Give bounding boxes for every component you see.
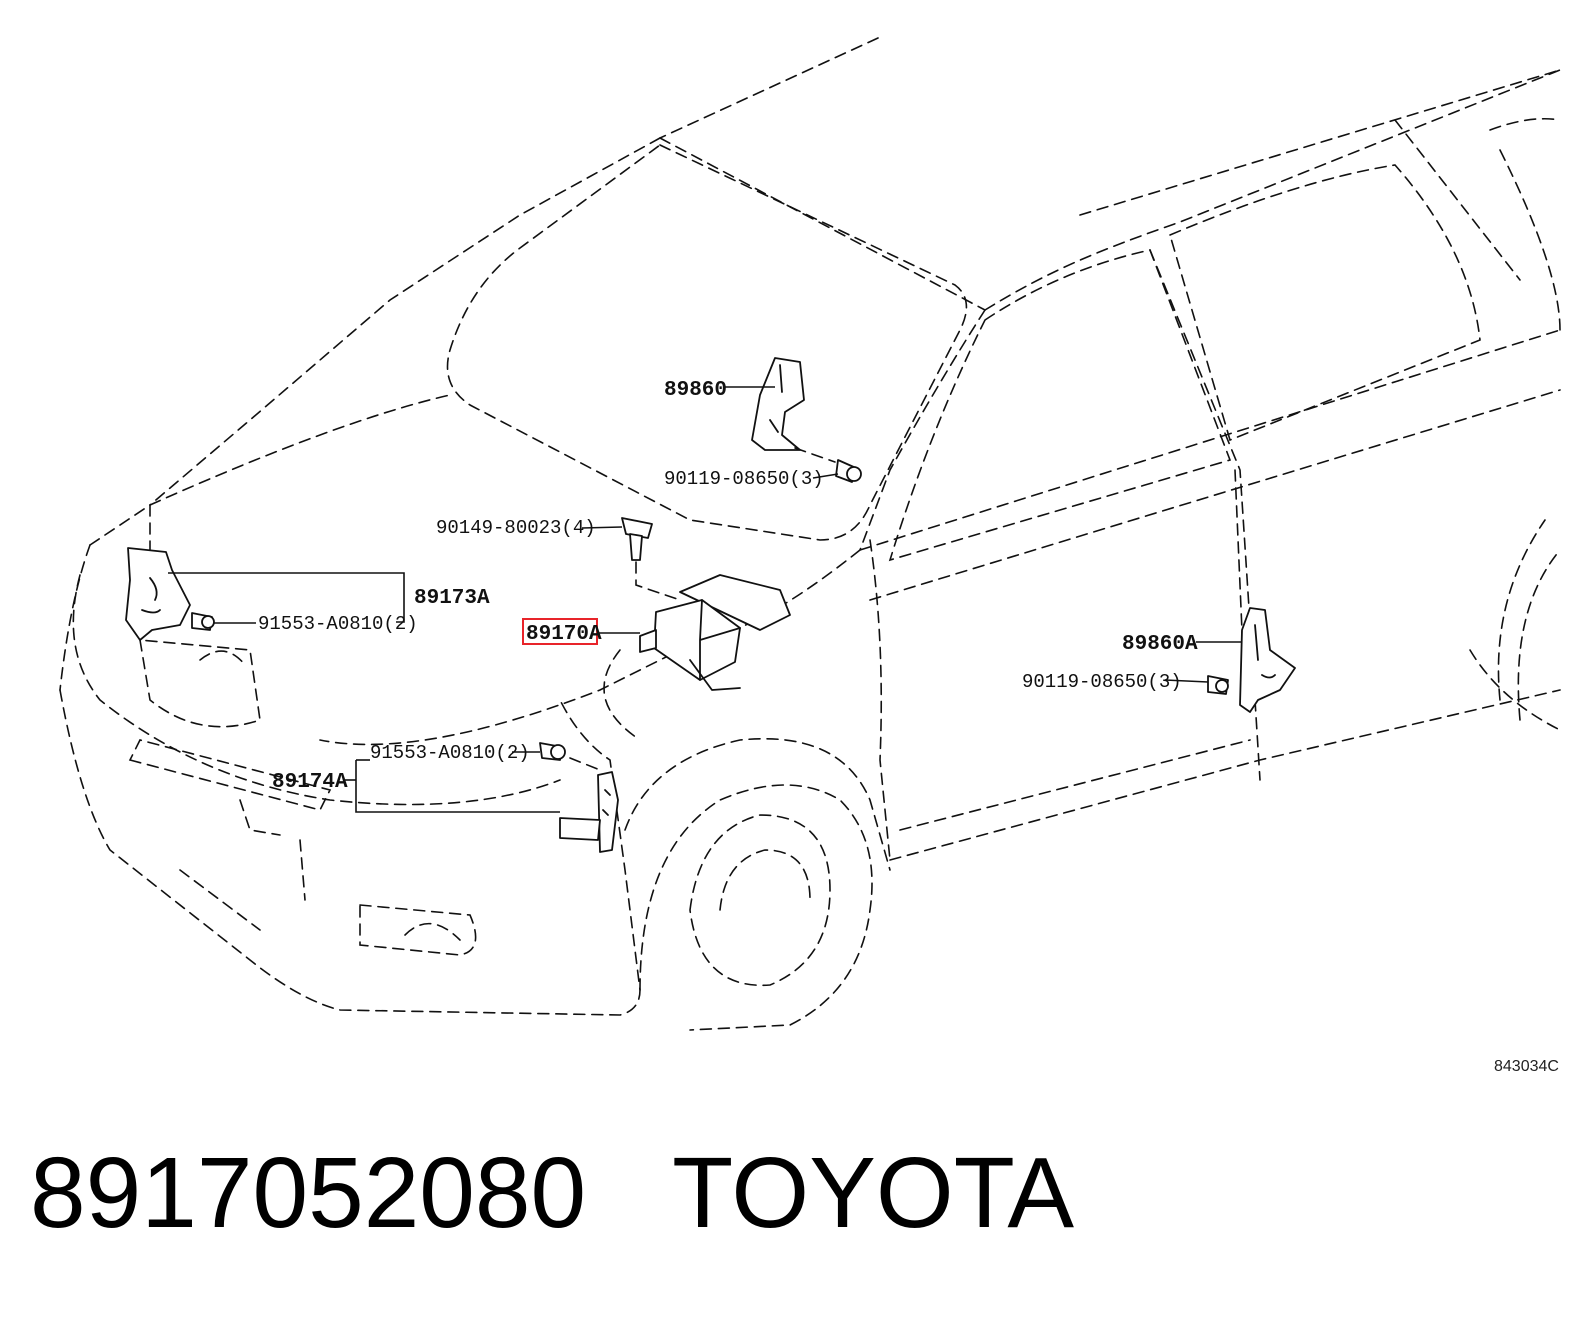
label-91553-lower: 91553-A0810(2) xyxy=(370,742,530,764)
bracket-89174A xyxy=(559,771,619,853)
figure-code: 843034C xyxy=(1494,1058,1559,1075)
bolt-91553-left xyxy=(191,612,215,631)
parts-diagram: 89860 90119-08650(3) 90149-80023(4) 8917… xyxy=(59,37,1561,1075)
label-89173A: 89173A xyxy=(414,587,490,610)
caption: 8917052080 TOYOTA xyxy=(30,1128,1074,1258)
label-90119-upper: 90119-08650(3) xyxy=(664,468,824,490)
airbag-sensor-89170A xyxy=(639,574,791,691)
leader-lines xyxy=(168,386,1242,813)
vehicle-outline xyxy=(59,37,1561,1031)
bolt-91553-lower xyxy=(539,742,601,771)
label-89174A: 89174A xyxy=(272,771,348,794)
label-90149: 90149-80023(4) xyxy=(436,517,596,539)
highlight-box-89170A xyxy=(522,618,598,645)
label-89860: 89860 xyxy=(664,379,727,402)
bolt-90119-right xyxy=(1207,675,1229,695)
label-89860A: 89860A xyxy=(1122,633,1198,656)
part-number: 8917052080 xyxy=(30,1137,587,1249)
brand-name: TOYOTA xyxy=(672,1137,1075,1249)
sensor-89860A xyxy=(1239,607,1296,713)
label-90119-right: 90119-08650(3) xyxy=(1022,671,1182,693)
sensor-89173A xyxy=(125,547,191,641)
bolt-90119-upper xyxy=(835,459,862,483)
label-91553-left: 91553-A0810(2) xyxy=(258,613,418,635)
bolt-90149 xyxy=(621,517,681,601)
label-89170A: 89170A xyxy=(526,623,602,646)
sensor-89860 xyxy=(751,357,836,463)
